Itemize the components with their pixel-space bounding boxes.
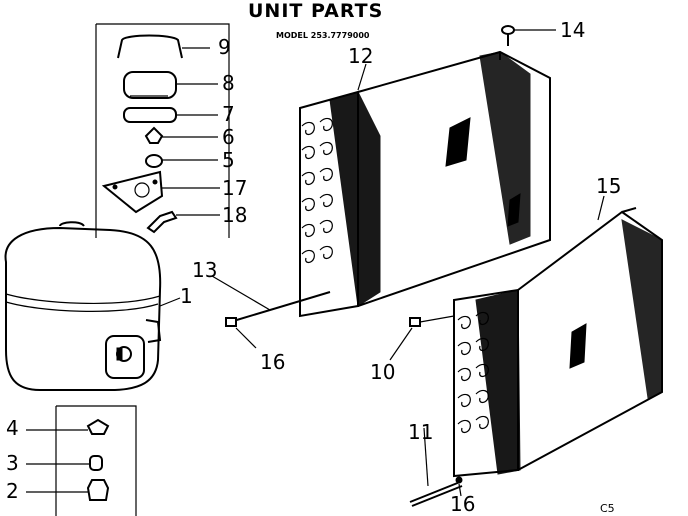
callout-3: 3 (6, 451, 19, 475)
grommet-part-5 (145, 154, 163, 168)
diagram-title: UNIT PARTS (248, 0, 384, 22)
callout-2: 2 (6, 479, 19, 503)
gasket-part-7 (123, 107, 177, 123)
tube-part-11 (409, 427, 463, 507)
condenser-part-12 (299, 50, 551, 318)
callout-14: 14 (560, 18, 586, 42)
callout-10: 10 (370, 360, 396, 384)
callout-17: 17 (222, 176, 248, 200)
fitting-part-10 (389, 315, 455, 361)
nut-part-2 (86, 479, 110, 501)
callout-16-upper: 16 (260, 350, 286, 374)
callout-18: 18 (222, 203, 248, 227)
callout-1: 1 (180, 284, 193, 308)
upper-parts-panel (95, 23, 230, 238)
grommet-part-4 (86, 418, 110, 435)
page-code: C5 (600, 502, 615, 515)
mount-plate-part-17 (101, 170, 164, 214)
fitting-part-13-16 (211, 275, 331, 349)
callout-15: 15 (596, 174, 622, 198)
sleeve-part-3 (89, 455, 103, 471)
grommet-part-6 (144, 126, 164, 144)
clip-part-18 (146, 210, 178, 234)
lower-parts-panel (26, 405, 137, 516)
callout-7: 7 (222, 102, 235, 126)
model-number: MODEL 253.7779000 (276, 31, 370, 40)
cover-part-8 (123, 71, 177, 99)
condenser-part-15 (453, 195, 663, 478)
callout-12: 12 (348, 44, 374, 68)
callout-9: 9 (218, 35, 231, 59)
screw-part-14 (501, 25, 556, 46)
compressor-part-1 (4, 221, 181, 391)
callout-6: 6 (222, 125, 235, 149)
callout-11: 11 (408, 420, 434, 444)
callout-13: 13 (192, 258, 218, 282)
callout-8: 8 (222, 71, 235, 95)
callout-5: 5 (222, 148, 235, 172)
strap-part-9 (117, 34, 183, 59)
callout-4: 4 (6, 416, 19, 440)
callout-16-lower: 16 (450, 492, 476, 516)
